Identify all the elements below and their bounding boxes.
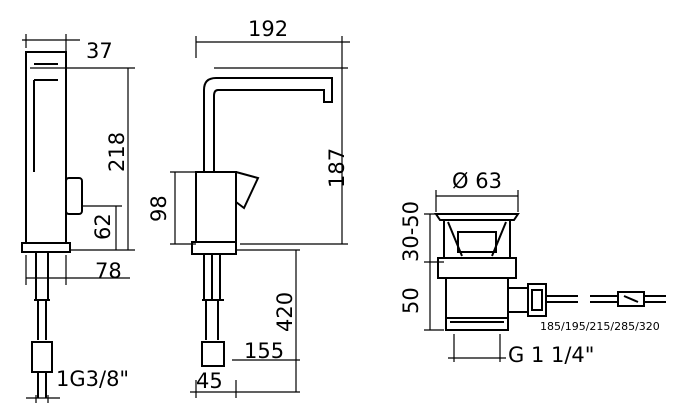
drain-side-port (508, 283, 547, 317)
drain-top-flange (434, 213, 520, 221)
drain-head (443, 219, 511, 259)
front-dim-420: 420 (273, 292, 297, 332)
drain-dim-range: 30-50 (399, 201, 423, 262)
front-body (195, 171, 237, 243)
side-hose (31, 252, 53, 398)
drain-collar (437, 257, 517, 279)
front-base (191, 241, 237, 255)
drain-dim-diameter: Ø 63 (452, 169, 502, 193)
side-dim-connection: 1G3/8" (56, 367, 129, 391)
drain-dim-thread: G 1 1/4" (508, 343, 594, 367)
front-dim-187: 187 (325, 148, 349, 188)
side-lever (65, 177, 83, 215)
side-view: 37 218 62 78 1G3/8" (21, 34, 135, 403)
front-spout (203, 77, 333, 172)
side-base (21, 242, 71, 253)
drain-dim-lines (424, 190, 519, 362)
front-dim-45: 45 (196, 369, 223, 393)
side-dim-62: 62 (91, 213, 115, 240)
drain-body (445, 278, 509, 331)
side-spout-inner (33, 63, 58, 172)
front-view: 192 187 98 420 155 45 (147, 17, 350, 398)
front-hose (201, 254, 225, 367)
front-lever (235, 171, 260, 210)
side-dim-218: 218 (105, 132, 129, 172)
drain-rod (546, 291, 666, 307)
front-dim-98: 98 (147, 195, 171, 222)
drain-dim-height: 50 (399, 287, 423, 314)
side-dim-78: 78 (95, 259, 122, 283)
drain-view: Ø 63 30-50 50 G 1 1/4" 185/195/215/285/3… (399, 169, 666, 367)
side-dim-lines (22, 34, 135, 403)
front-dim-lines (170, 36, 350, 398)
drain-rod-lengths: 185/195/215/285/320 (540, 320, 660, 333)
side-dim-37: 37 (86, 39, 113, 63)
front-dim-192: 192 (248, 17, 288, 41)
front-dim-155: 155 (244, 339, 284, 363)
